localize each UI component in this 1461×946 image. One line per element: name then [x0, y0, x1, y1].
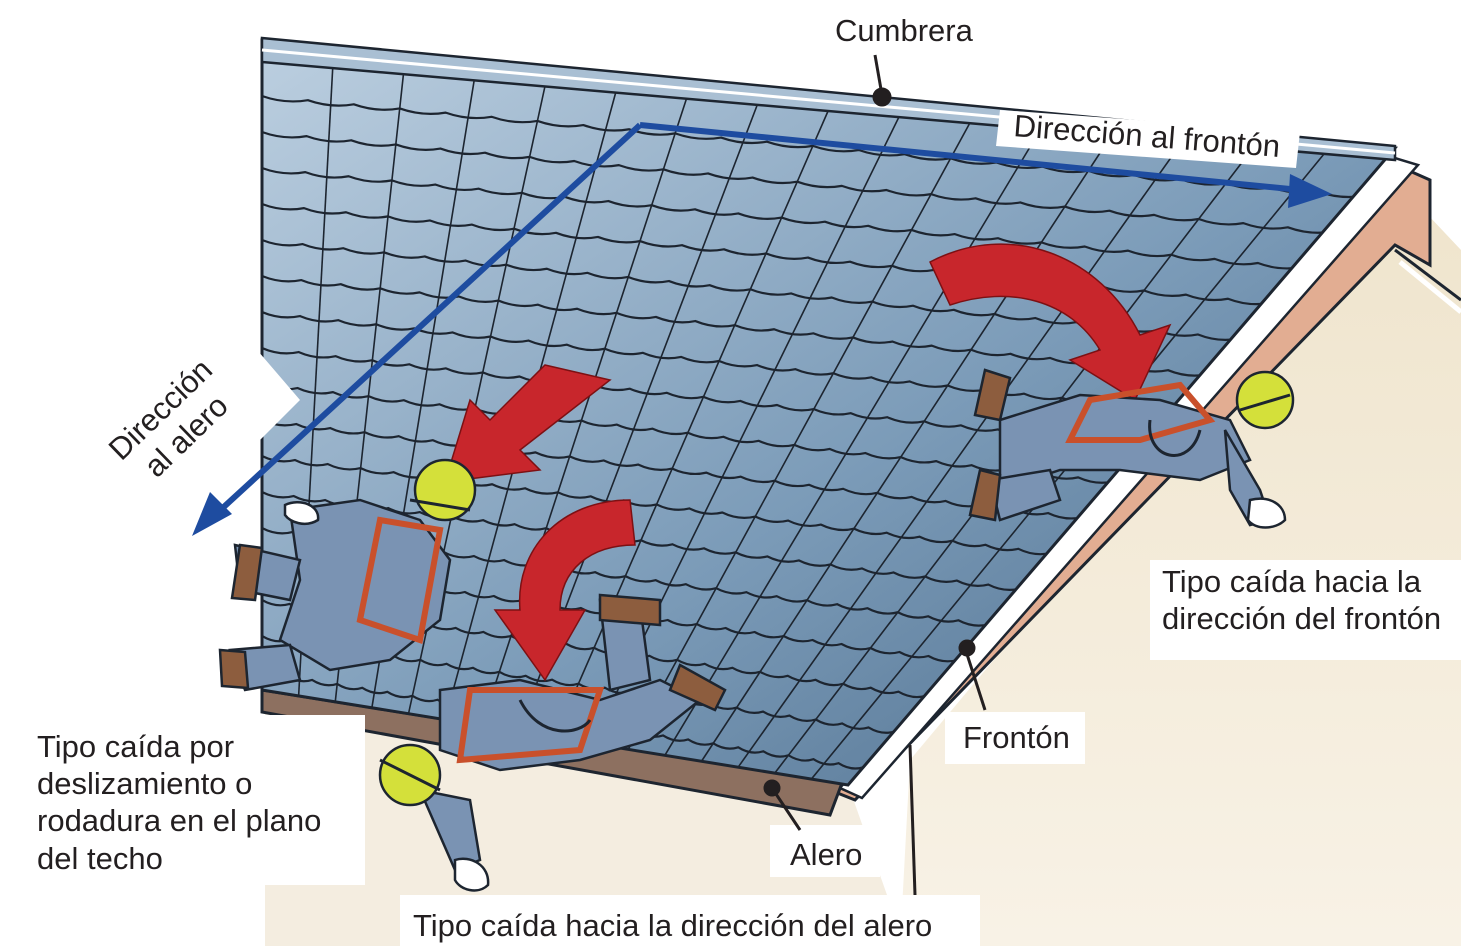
- worker-eave-fall: [378, 593, 727, 892]
- worker-gable-fall: [968, 368, 1295, 529]
- tile-column-line: [737, 140, 1184, 768]
- fall-arrows: [443, 243, 1172, 682]
- label-eave-fall-type: Tipo caída hacia la dirección del alero: [413, 908, 932, 943]
- label-gable: Frontón: [963, 720, 1070, 755]
- label-gable-fall-type: Tipo caída hacia la dirección del frontó…: [1162, 564, 1442, 637]
- fall-arrow-gable: [929, 243, 1172, 402]
- label-eave: Alero: [790, 837, 862, 872]
- direction-arrows: [192, 122, 1332, 536]
- tile-column-line: [627, 122, 971, 750]
- label-slide-fall-type: Tipo caída por deslizamiento o rodadura …: [37, 729, 322, 876]
- tile-column-line: [664, 128, 1042, 756]
- arrow-head-gable: [1288, 174, 1332, 208]
- worker-slide-fall: [218, 458, 477, 692]
- fall-arrow-slide: [443, 364, 612, 483]
- tile-column-line: [700, 134, 1113, 762]
- tile-column-line: [554, 109, 830, 738]
- arrow-head-eave: [192, 492, 232, 536]
- label-ridge: Cumbrera: [835, 13, 974, 48]
- fall-arrow-eave: [493, 499, 636, 682]
